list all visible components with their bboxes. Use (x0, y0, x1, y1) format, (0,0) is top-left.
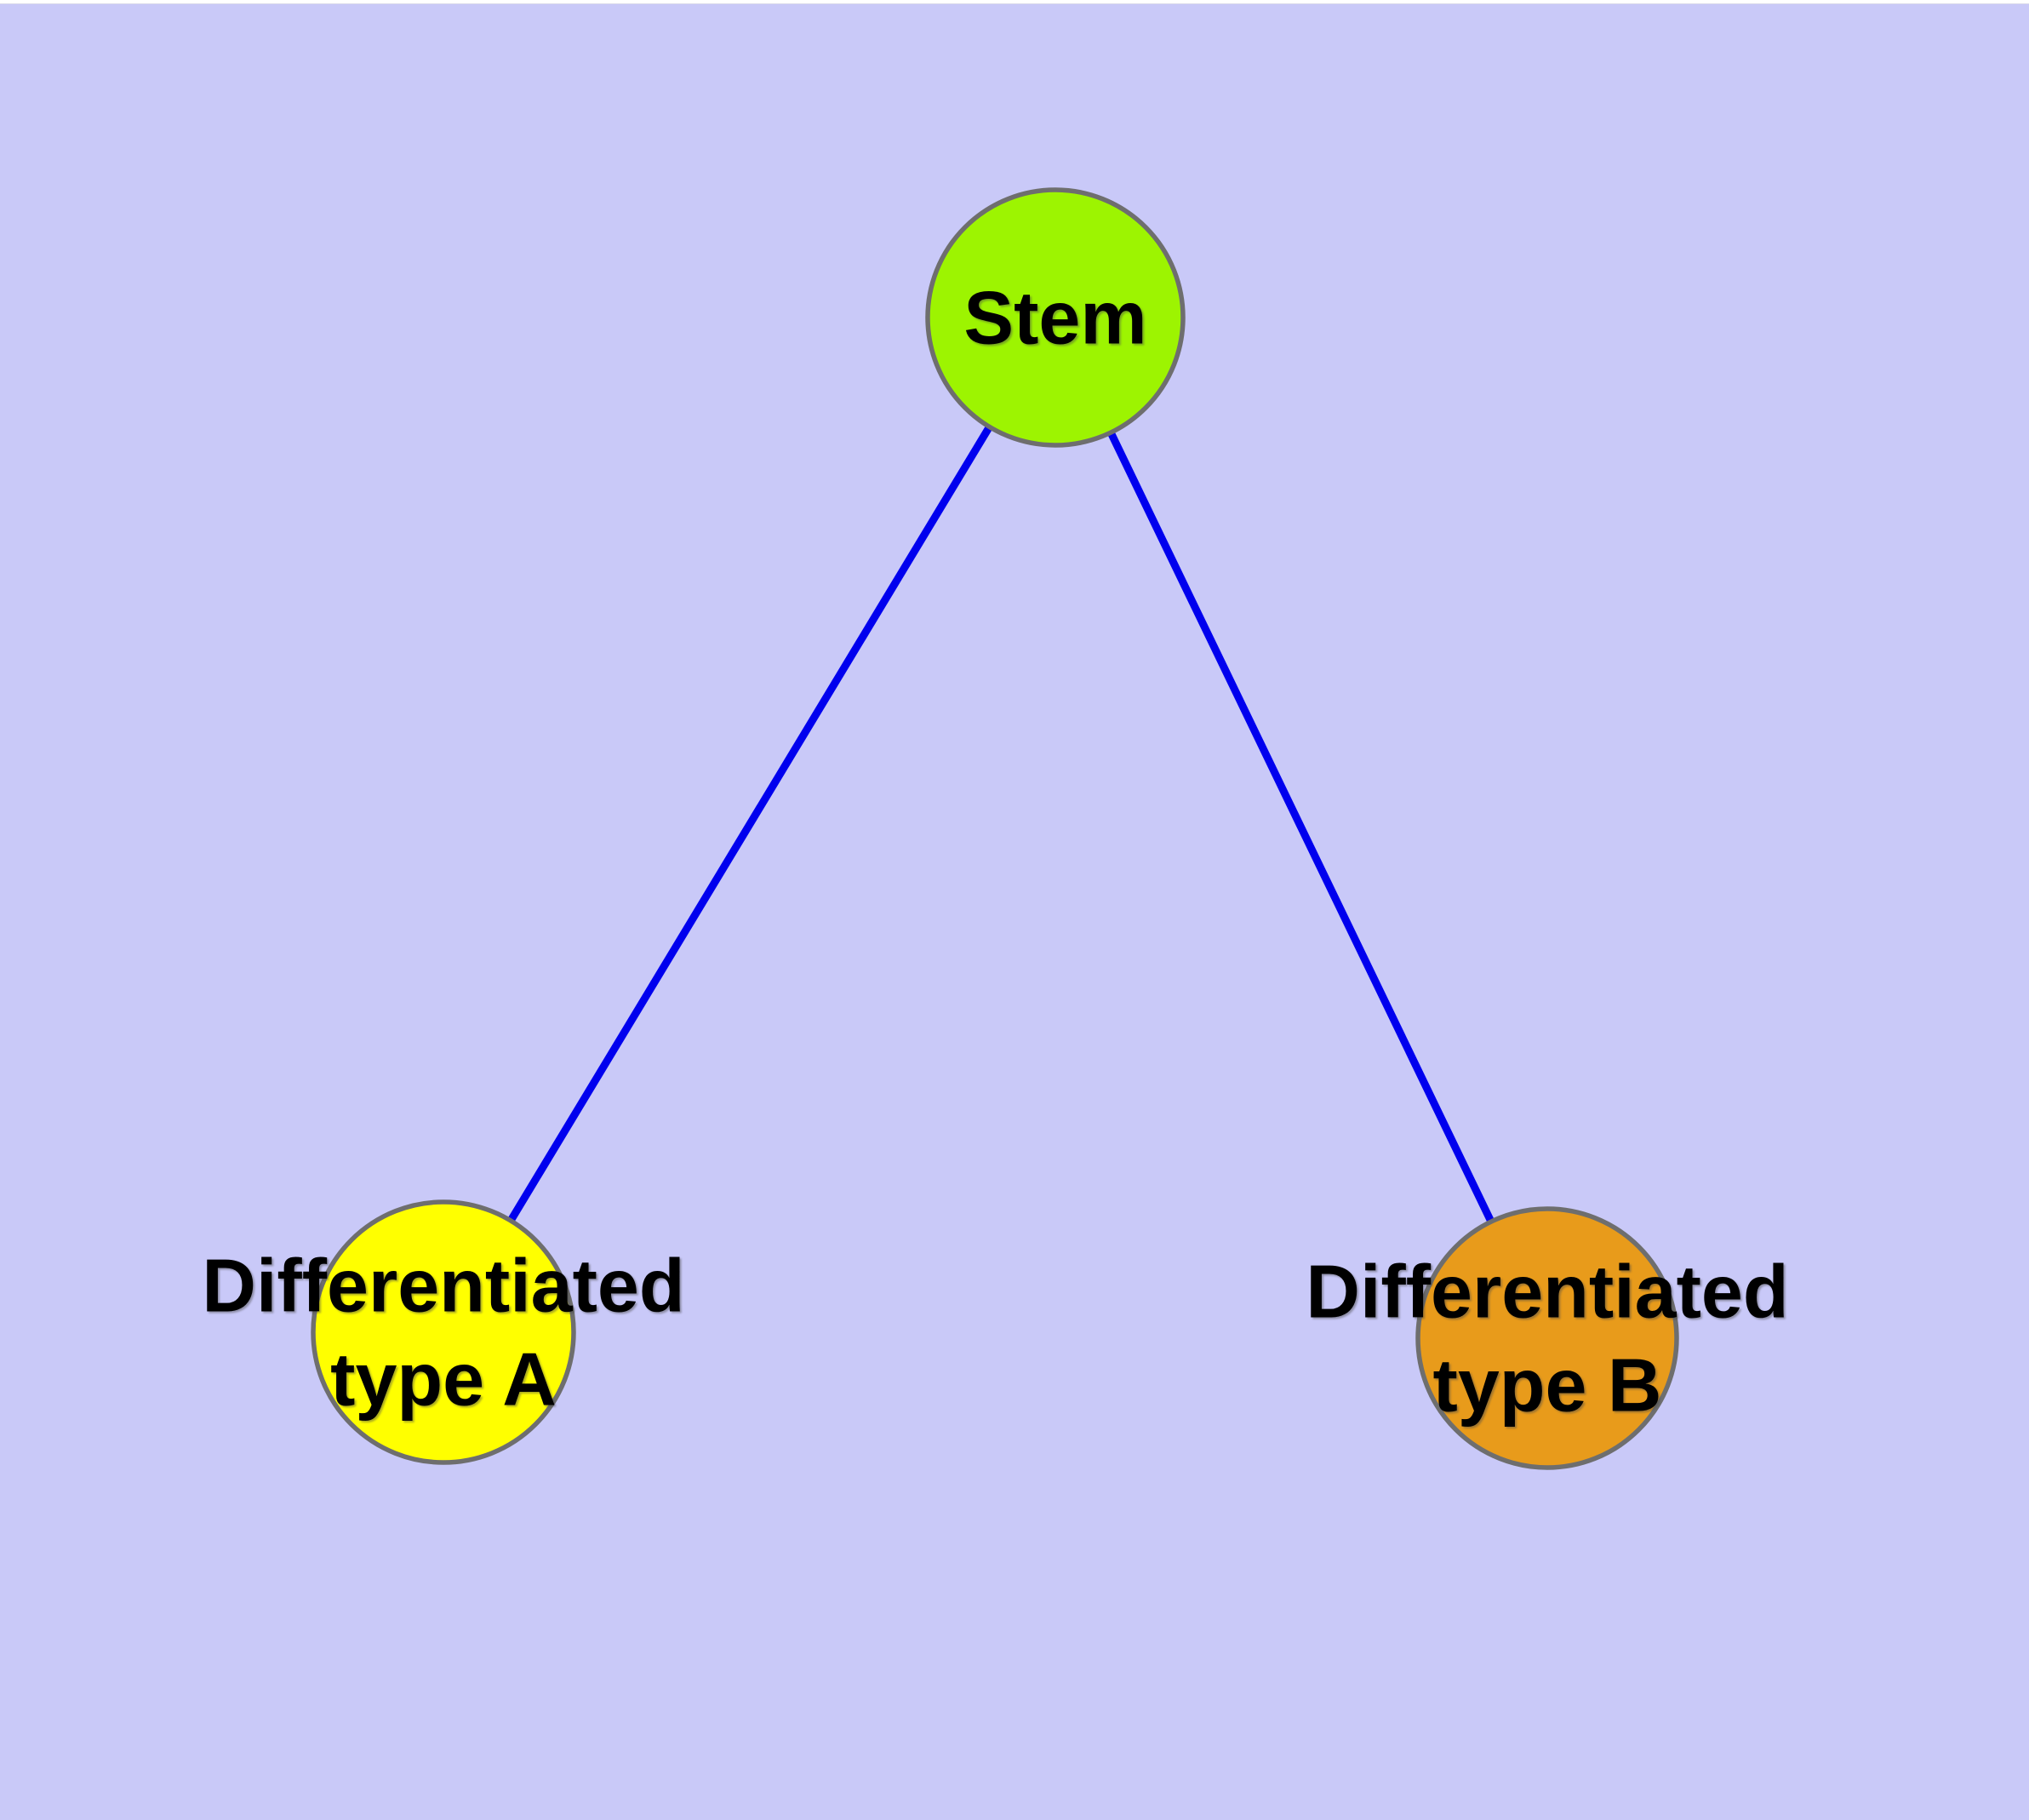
edges-layer (440, 315, 1552, 1340)
node-label-line: type A (330, 1337, 557, 1422)
edge-stem-typeA (440, 315, 1059, 1335)
node-typeB-label: Differentiated type B (1306, 1250, 1788, 1428)
node-label-line: Differentiated (1306, 1250, 1788, 1334)
node-label-line: Differentiated (202, 1244, 684, 1328)
node-typeA: Differentiated type A (202, 1199, 685, 1465)
node-label-line: Stem (963, 276, 1146, 360)
node-typeB: Differentiated type B (1306, 1206, 1789, 1470)
node-stem-label: Stem (963, 276, 1146, 360)
node-stem: Stem (925, 187, 1186, 448)
edge-stem-typeB (1051, 316, 1552, 1340)
node-typeA-label: Differentiated type A (202, 1244, 684, 1422)
node-typeB-circle (1415, 1206, 1679, 1470)
node-typeA-circle (311, 1199, 576, 1465)
window-top-strip (0, 0, 2029, 4)
node-stem-circle (925, 187, 1186, 448)
node-label-line: type B (1433, 1343, 1662, 1428)
